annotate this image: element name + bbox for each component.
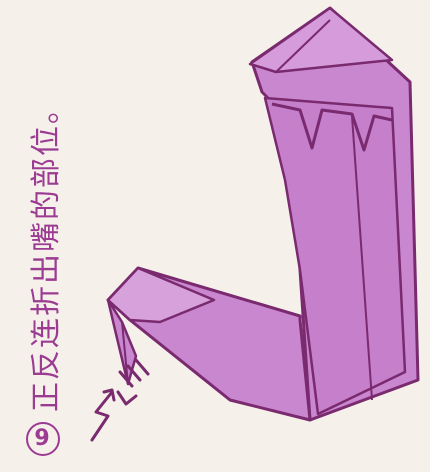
- origami-front-panel: [263, 96, 407, 416]
- instruction-text: 正反连折出嘴的部位。: [29, 92, 64, 412]
- instruction-caption: 9 正反连折出嘴的部位。: [19, 26, 67, 456]
- origami-top-flap: [248, 6, 394, 74]
- step-number-badge: 9: [26, 422, 60, 456]
- origami-fold-line: [351, 115, 373, 401]
- origami-beak-inner: [106, 266, 216, 324]
- origami-crown-folds: [271, 102, 393, 152]
- zigzag-fold-arrow-icon: [90, 358, 150, 442]
